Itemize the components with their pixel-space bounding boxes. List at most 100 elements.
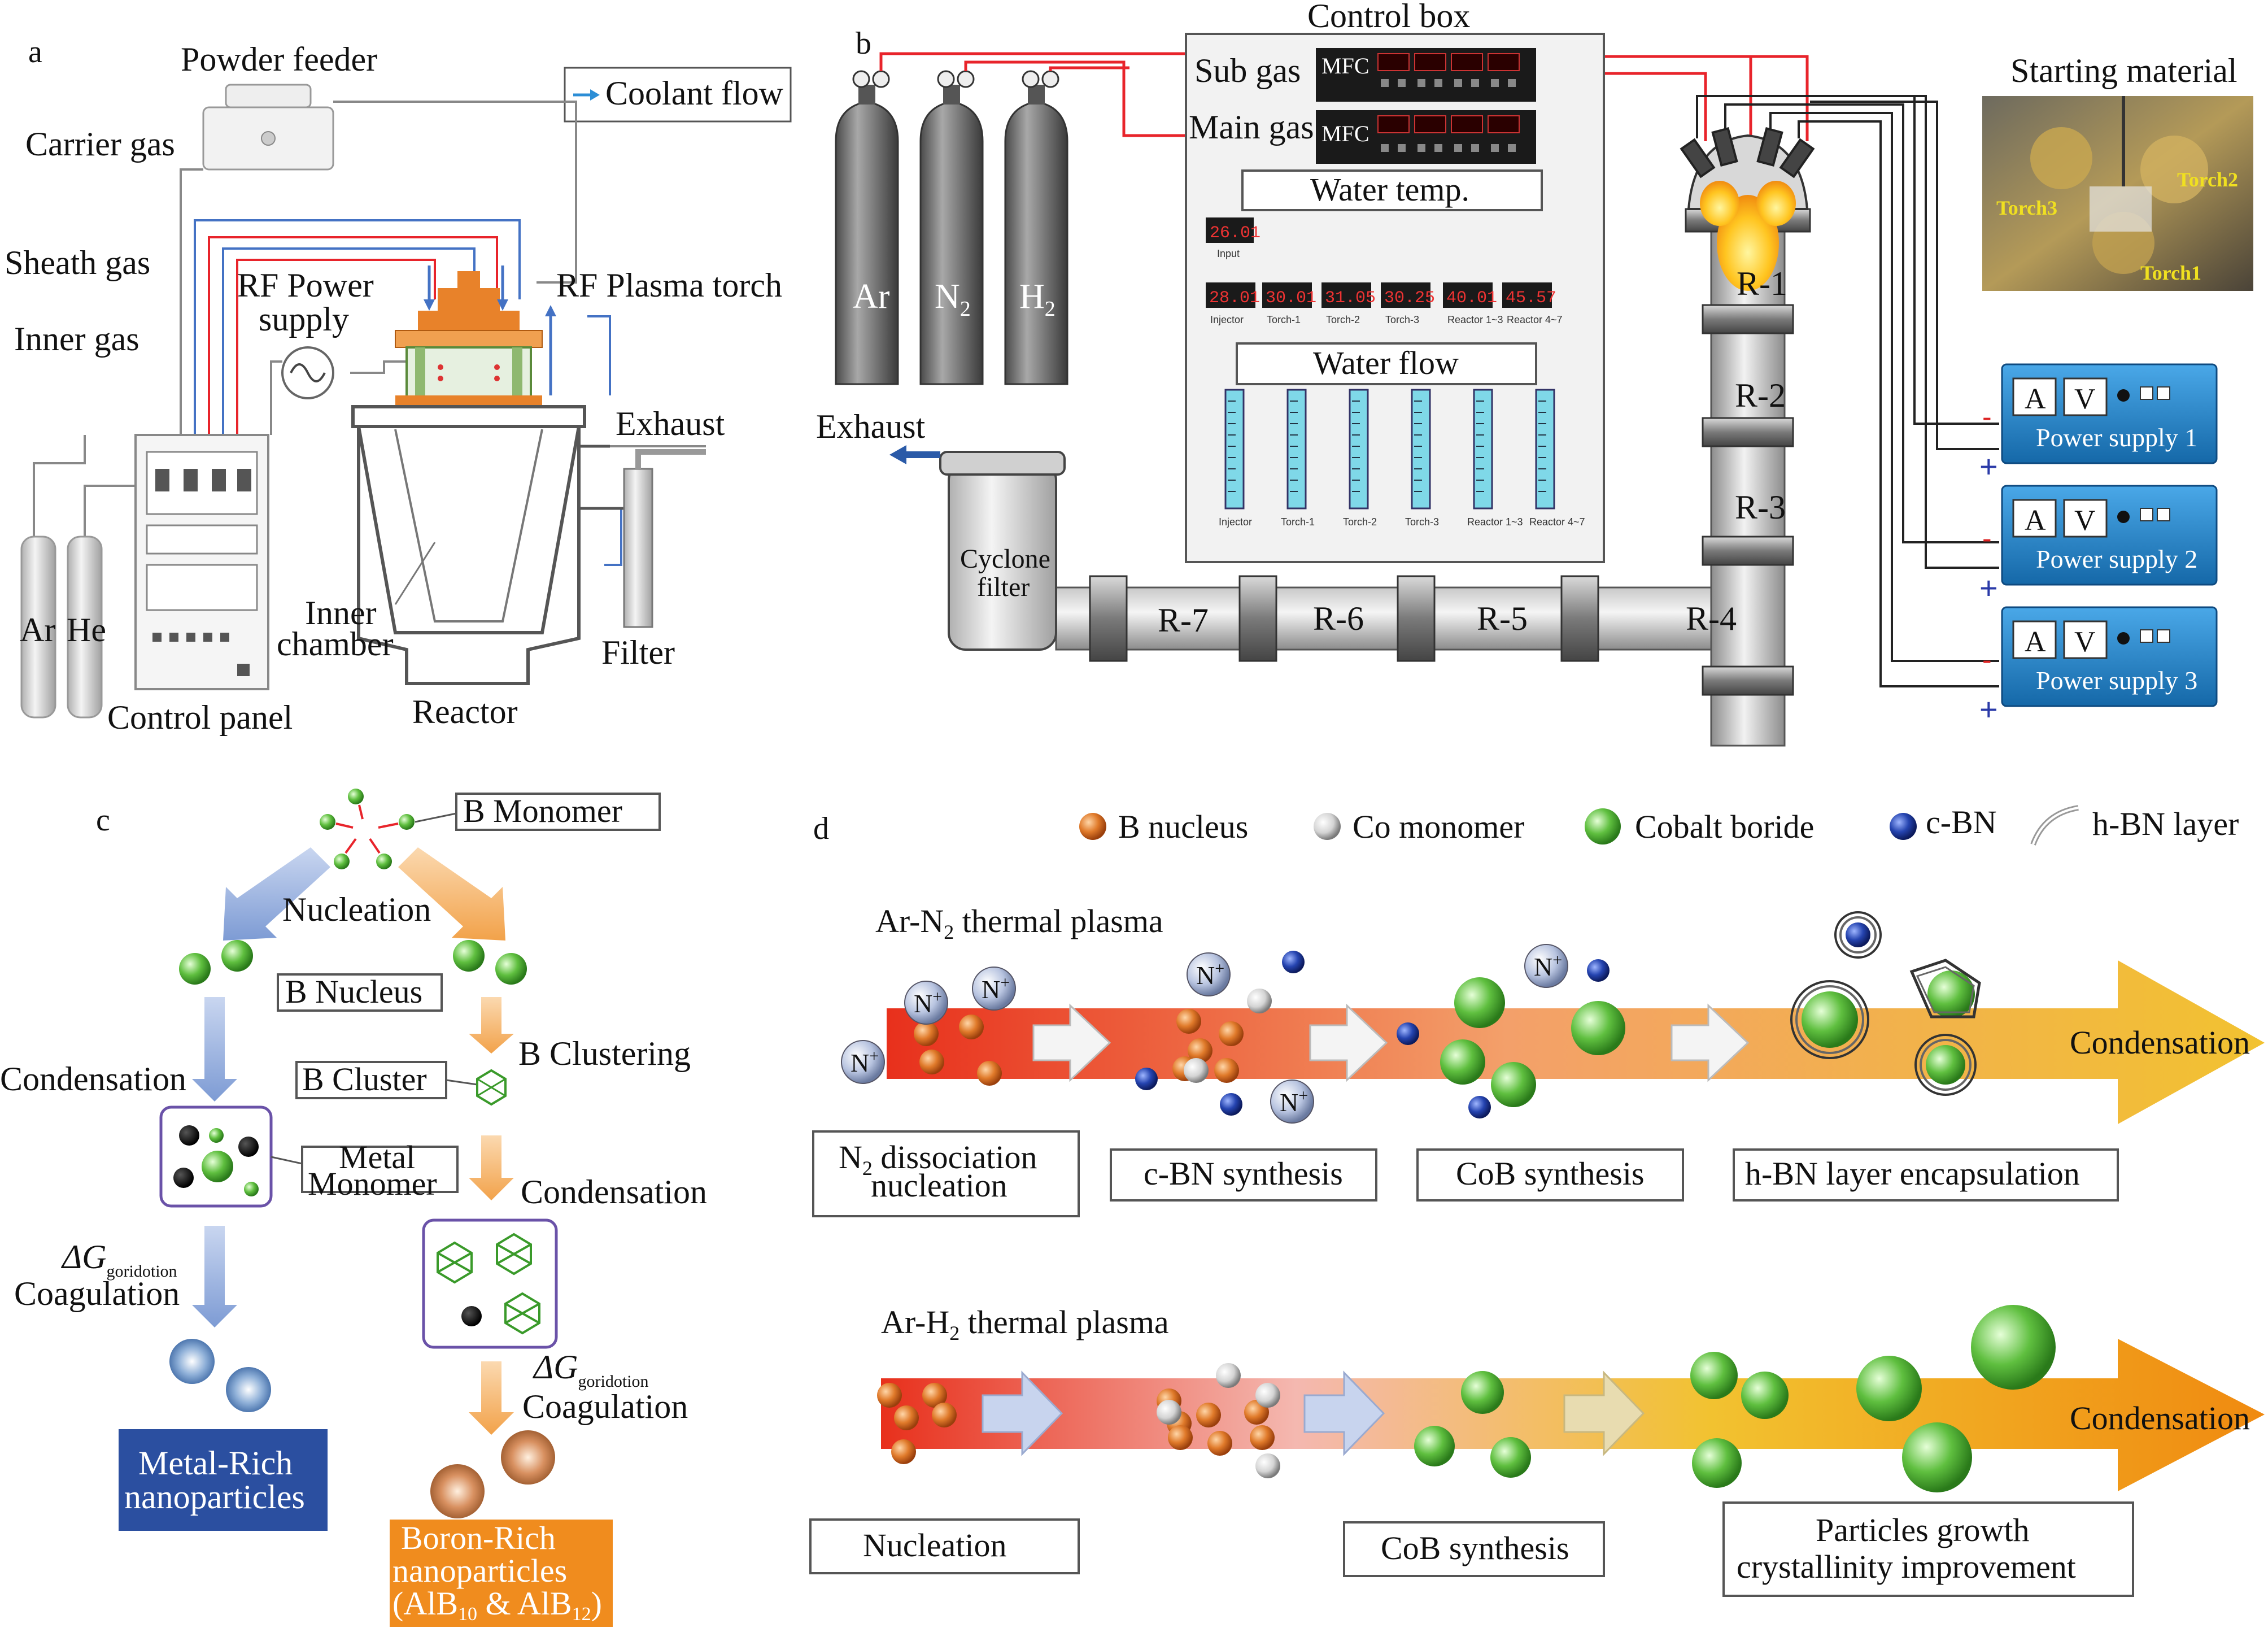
c-bn-particle: [1587, 959, 1610, 982]
cobalt-boride-particle: [1741, 1372, 1789, 1419]
c-bn-particle: [1397, 1022, 1419, 1045]
temp-label: Reactor 1~3: [1447, 314, 1503, 325]
row1-box-n2: [812, 1130, 1080, 1217]
row2-box-nucleation: [809, 1518, 1080, 1574]
encapsulated-particle: [1927, 970, 1975, 1018]
condensation-left-label: Condensation: [0, 1060, 186, 1098]
row2-box-growth: [1722, 1501, 2134, 1597]
cobalt-boride-particle: [1971, 1305, 2056, 1390]
reactor-r3: R-3: [1735, 489, 1786, 526]
main-gas-label: Main gas: [1189, 108, 1314, 146]
b-nucleus-particle: [1214, 1058, 1239, 1083]
he-cylinder-icon: [67, 536, 103, 719]
ammeter-display: [2012, 620, 2057, 659]
reactor-r1: R-1: [1737, 265, 1787, 302]
voltmeter-label: V: [2074, 626, 2096, 658]
cobalt-boride-particle: [1491, 1062, 1536, 1107]
row1-condensation: Condensation: [2070, 1024, 2250, 1061]
sub-gas-mfc-label: MFC: [1321, 53, 1369, 79]
b-nucleus-particle: [1219, 1021, 1244, 1046]
reactor-chain: [1055, 127, 1815, 747]
ar-cylinder-b-icon: [835, 101, 899, 385]
temp-display: [1206, 282, 1255, 308]
ammeter-label: A: [2025, 504, 2046, 537]
row1-box-cbn: [1110, 1148, 1377, 1202]
minus-terminal: -: [1982, 401, 1992, 433]
n-plus-ion: [1524, 944, 1568, 988]
delta-g-left: ΔGgoridotion: [61, 1238, 177, 1281]
b-monomer-pointer: [415, 812, 457, 823]
metal-rich-box: [119, 1429, 328, 1531]
filter-pipe-icon: [635, 449, 706, 469]
rf-power-label-line2: supply: [259, 301, 349, 338]
panel-a-letter: a: [28, 34, 42, 69]
ammeter-display: [2012, 377, 2057, 416]
h-bn-polyhedral-shell: [1909, 959, 1981, 1018]
torch2-label: Torch2: [2177, 168, 2238, 191]
photo-details: [2030, 96, 2208, 274]
power-supply-label: Power supply 1: [2036, 423, 2197, 452]
co-monomer-particle: [1247, 989, 1272, 1013]
c-bn-particle: [1220, 1093, 1242, 1116]
mfc-knobs: [1381, 79, 1516, 152]
b-clustering-label: B Clustering: [518, 1035, 691, 1072]
inner-chamber-label-line2: chamber: [277, 625, 394, 663]
row2-particles: [877, 1305, 2056, 1492]
temp-value: 45.57: [1506, 289, 1556, 308]
temp-value: 30.01: [1266, 289, 1316, 308]
delta-g-right: ΔGgoridotion: [533, 1348, 649, 1391]
panel-b-letter: b: [856, 26, 871, 61]
inner-chamber-label-line1: Inner: [305, 594, 377, 632]
powder-feeder-lid: [225, 84, 312, 108]
coolant-arrowhead-icon: [590, 89, 600, 101]
condensation-right-label: Condensation: [521, 1173, 707, 1211]
boron-particle-1: [430, 1464, 485, 1518]
power-supply-label: Power supply 2: [2036, 545, 2197, 573]
power-switch-icon: [2157, 629, 2170, 643]
nucleation-label: Nucleation: [282, 891, 431, 928]
temp-label: Injector: [1210, 314, 1244, 325]
legend-c-bn-icon: [1890, 813, 1917, 840]
boron-rich-line1: Boron-Rich: [401, 1520, 556, 1556]
temp-value: 40.01: [1446, 289, 1497, 308]
row2-growth-line1: Particles growth: [1816, 1512, 2030, 1548]
metal-monomer-line2: Monomer: [308, 1165, 437, 1202]
ammeter-label: A: [2025, 383, 2046, 415]
condensation-arrow-right-icon: [469, 1135, 514, 1200]
coagulation-left-label: Coagulation: [14, 1275, 180, 1312]
n-plus-ion: [841, 1040, 885, 1084]
plus-terminal: +: [1979, 570, 1998, 606]
power-switch-icon: [2157, 508, 2170, 521]
h-bn-shell-outer: [1914, 1034, 1977, 1096]
flow-meter-tube: [1535, 389, 1555, 510]
water-flow-panel: [1236, 342, 1537, 385]
temperature-displays: 28.01Injector30.01Torch-131.05Torch-230.…: [1206, 282, 1563, 325]
cyclone-filter-icon: [889, 445, 1066, 651]
row1-cbn: c-BN synthesis: [1144, 1155, 1343, 1192]
input-display: [1206, 217, 1254, 243]
flow-meter-tube: [1286, 389, 1307, 510]
power-knob-icon: [2117, 511, 2130, 523]
row1-step-arrows: [1032, 1003, 1750, 1082]
row2-box-cob: [1343, 1521, 1605, 1577]
cobalt-boride-particle: [1902, 1422, 1972, 1492]
row2-step-arrows: [982, 1370, 1645, 1456]
input-value: 26.01: [1210, 224, 1261, 243]
panel-d-letter: d: [813, 811, 829, 846]
reactor-r2: R-2: [1735, 377, 1786, 414]
encapsulated-particle: [1802, 991, 1858, 1048]
coagulation-right-label: Coagulation: [522, 1388, 688, 1425]
legend-c-bn: c-BN: [1926, 804, 1997, 841]
legend-h-bn-highlight: [2032, 807, 2079, 845]
power-supply-label: Power supply 3: [2036, 666, 2197, 695]
power-switch-icon: [2157, 386, 2170, 400]
row1-box-hbn: [1733, 1148, 2119, 1202]
reactor-icon: [351, 405, 627, 685]
reactor-r6: R-6: [1313, 600, 1364, 637]
b-nucleus-particle: [891, 1439, 916, 1464]
b-cluster-icon: [476, 1069, 507, 1106]
row2-condensation: Condensation: [2070, 1400, 2250, 1437]
cobalt-boride-particle: [1454, 977, 1505, 1028]
sub-gas-label: Sub gas: [1194, 52, 1301, 89]
